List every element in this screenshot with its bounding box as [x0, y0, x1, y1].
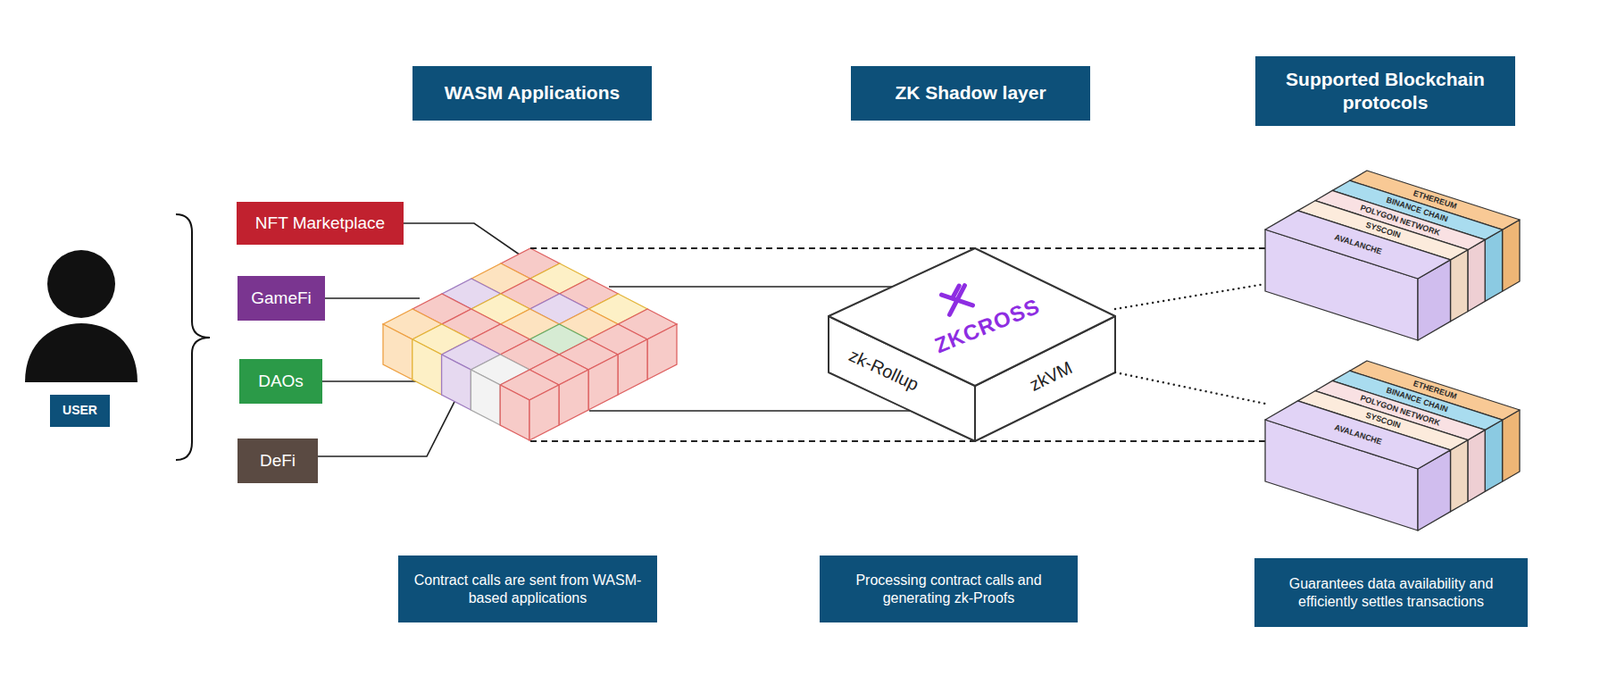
- layer-top: [1265, 400, 1451, 469]
- link-line: [608, 285, 907, 288]
- layer-side: [1467, 239, 1485, 311]
- box-text: GameFi: [250, 287, 312, 309]
- cube-side: [529, 384, 559, 441]
- chain-layer: POLYGON NETWORK: [1315, 380, 1485, 501]
- leader-line: [325, 297, 420, 300]
- dashed-line: [530, 440, 1266, 442]
- chain-layer: SYSCOIN: [1297, 200, 1467, 322]
- layer-side: [1450, 440, 1468, 512]
- user-body: [25, 323, 138, 383]
- chain-name: AVALANCHE: [1333, 423, 1383, 446]
- label-box: DeFi: [237, 438, 318, 484]
- label-box: WASM Applications: [412, 66, 652, 121]
- chain-layer: SYSCOIN: [1297, 391, 1467, 512]
- link-line: [589, 409, 950, 412]
- chain-stacks: [1265, 170, 1520, 531]
- face-text: zk-Rollup: [846, 345, 922, 393]
- box-text: USER: [62, 402, 98, 419]
- label-box: ZK Shadow layer: [850, 66, 1091, 121]
- dotted-connector: [1115, 372, 1266, 404]
- box-text: DAOs: [258, 370, 304, 392]
- logo-stroke: [941, 285, 974, 316]
- chain-name: AVALANCHE: [1333, 233, 1383, 256]
- logo-text: ZKCROSS: [932, 295, 1043, 358]
- chain-name: SYSCOIN: [1364, 410, 1401, 430]
- chain-layer: POLYGON NETWORK: [1315, 190, 1485, 311]
- label-box: Supported Blockchain protocols: [1255, 56, 1516, 126]
- box-text: ZK Shadow layer: [894, 81, 1046, 105]
- label-box: USER: [50, 394, 110, 427]
- label-box: NFT Marketplace: [236, 201, 404, 245]
- box-text: WASM Applications: [444, 81, 620, 105]
- cube-side: [383, 324, 413, 380]
- box-text: Supported Blockchain protocols: [1264, 67, 1507, 116]
- zk-logo: [941, 283, 974, 316]
- box-text: DeFi: [259, 450, 296, 472]
- cube-side: [412, 339, 442, 395]
- dashed-line: [530, 247, 1266, 250]
- chain-stack: [1265, 360, 1520, 531]
- layer-side: [1502, 219, 1520, 292]
- logo-stroke: [941, 285, 974, 316]
- chain-layer: AVALANCHE: [1265, 210, 1450, 341]
- box-text: Processing contract calls and generating…: [828, 571, 1069, 608]
- label-box: Guarantees data availability and efficie…: [1254, 558, 1528, 627]
- leader-line: [403, 223, 526, 259]
- layer-side: [1484, 419, 1502, 492]
- box-text: Contract calls are sent from WASM-based …: [407, 571, 649, 608]
- cube-side: [441, 354, 472, 410]
- label-box: DAOs: [239, 358, 323, 404]
- cube-side: [470, 369, 500, 425]
- label-box: Processing contract calls and generating…: [819, 555, 1078, 623]
- layer-side: [1450, 250, 1468, 322]
- chain-name: SYSCOIN: [1364, 220, 1401, 240]
- logo-stroke: [949, 285, 963, 299]
- user-icon: [25, 250, 138, 383]
- user-head: [47, 250, 116, 318]
- cube-side: [558, 369, 589, 425]
- zk-shadow-box: ZKCROSSzk-Rollup zkVM: [828, 248, 1116, 442]
- layer-side: [1467, 429, 1485, 501]
- dotted-connector: [1115, 283, 1266, 309]
- leader-line: [317, 392, 459, 457]
- layer-side: [1502, 409, 1520, 482]
- dashed-lines: [530, 248, 1266, 442]
- chain-layer: AVALANCHE: [1265, 400, 1450, 531]
- cube-side: [500, 384, 530, 441]
- label-box: GameFi: [237, 275, 325, 321]
- cube-side: [647, 324, 677, 380]
- cube-side: [588, 354, 618, 410]
- cube-side: [617, 339, 648, 395]
- layer-top: [1265, 210, 1451, 279]
- face-text: zkVM: [1026, 358, 1075, 394]
- zk-box: [828, 248, 1116, 442]
- label-box: Contract calls are sent from WASM-based …: [398, 555, 658, 623]
- layer-side: [1484, 229, 1502, 301]
- box-text: NFT Marketplace: [255, 212, 385, 234]
- chain-stack: [1265, 170, 1520, 341]
- box-text: Guarantees data availability and efficie…: [1263, 575, 1519, 611]
- bracket: [175, 214, 210, 460]
